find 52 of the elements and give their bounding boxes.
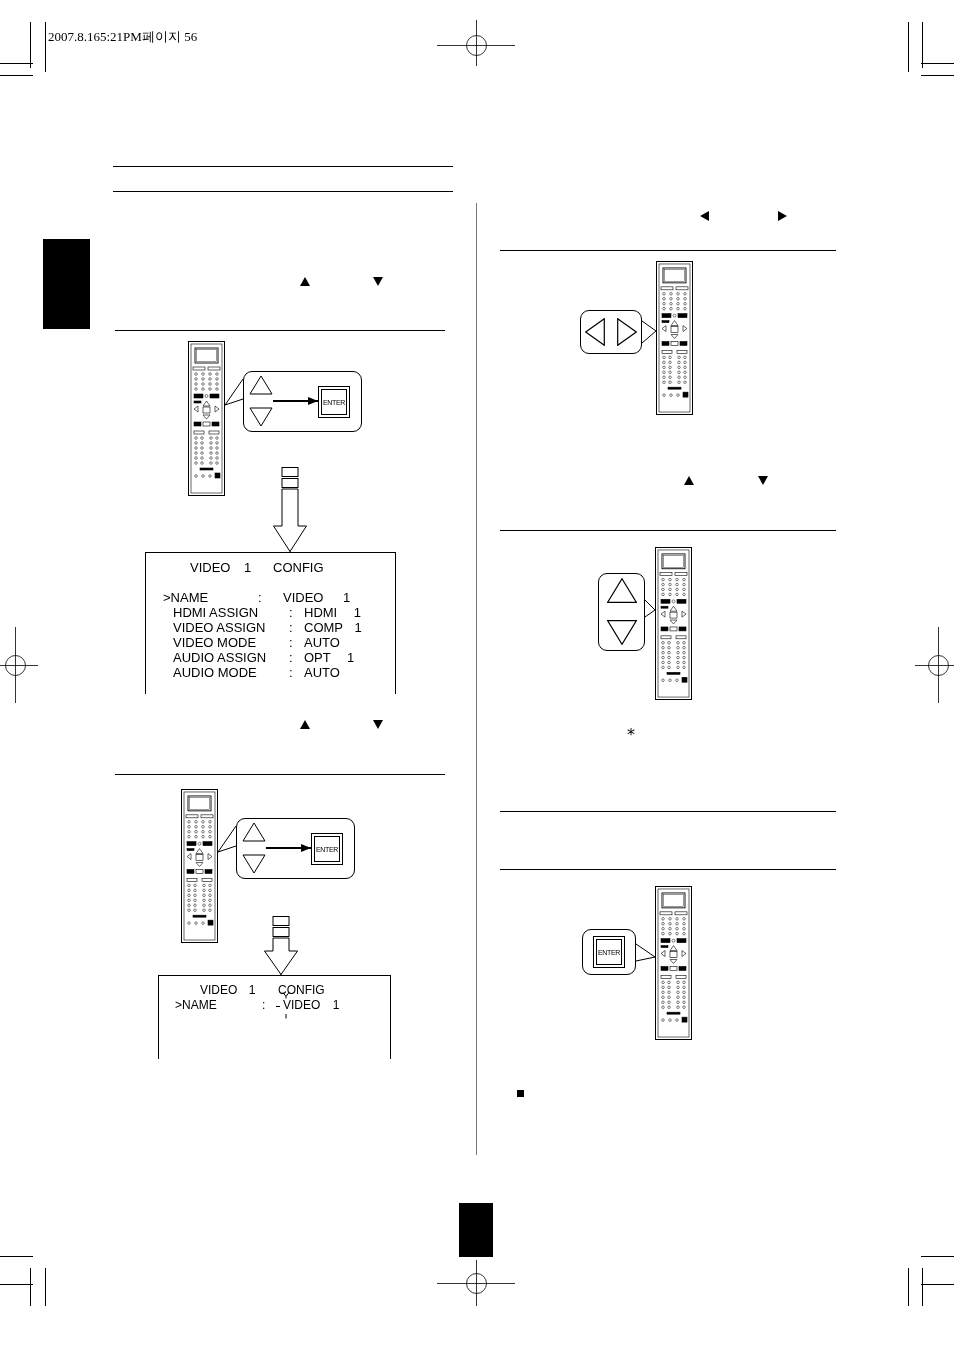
asterisk-mark: * xyxy=(627,727,635,743)
remote-control-drawing xyxy=(188,341,225,496)
side-tab xyxy=(43,239,90,329)
page-number-block xyxy=(459,1203,493,1257)
menu-item-label: >NAME xyxy=(163,591,209,604)
menu-item-label: AUDIO MODE xyxy=(173,666,257,679)
separator-colon: : xyxy=(289,621,293,634)
leader-line xyxy=(644,599,656,618)
separator-colon: : xyxy=(258,591,262,604)
leader-line xyxy=(217,825,237,853)
separator-colon: : xyxy=(289,651,293,664)
callout-panel xyxy=(598,573,645,651)
menu-item-value: AUTO xyxy=(304,636,340,649)
separator-colon: : xyxy=(289,606,293,619)
print-slug: 2007.8.165:21PM페이지 56 xyxy=(48,30,198,43)
callout-panel xyxy=(582,929,636,975)
block-arrow xyxy=(264,937,298,976)
remote-control-drawing xyxy=(656,261,693,415)
menu-title: CONFIG xyxy=(278,984,325,996)
menu-item-value: VIDEO 1 xyxy=(283,591,351,604)
callout-panel xyxy=(236,818,355,879)
menu-item-label: VIDEO MODE xyxy=(173,636,257,649)
block-arrow xyxy=(273,488,307,553)
menu-item-label: VIDEO ASSIGN xyxy=(173,621,266,634)
screen-display xyxy=(145,552,396,694)
triangle-keys-drawing xyxy=(242,822,266,874)
triangle-keys-drawing xyxy=(249,375,273,427)
screen-display xyxy=(158,975,391,1059)
callout-panel xyxy=(243,371,362,432)
arrow xyxy=(272,397,319,405)
separator-colon: : xyxy=(262,999,266,1011)
separator-colon: : xyxy=(289,666,293,679)
remote-control-drawing xyxy=(655,886,692,1040)
menu-item-value: VIDEO 1 xyxy=(283,999,340,1011)
arrow xyxy=(265,844,312,852)
menu-item-value: OPT 1 xyxy=(304,651,355,664)
remote-control-drawing xyxy=(181,789,218,943)
leader-line xyxy=(641,320,657,344)
menu-item-value: HDMI 1 xyxy=(304,606,362,619)
menu-title: VIDEO 1 xyxy=(190,561,252,574)
remote-control-drawing xyxy=(655,547,692,700)
menu-item-value: COMP 1 xyxy=(304,621,362,634)
separator-colon: : xyxy=(289,636,293,649)
callout-panel xyxy=(580,310,642,354)
menu-item-value: AUTO xyxy=(304,666,340,679)
menu-item-label: HDMI ASSIGN xyxy=(173,606,259,619)
leader-line xyxy=(635,943,656,962)
leader-line xyxy=(224,378,244,406)
menu-title: VIDEO 1 xyxy=(200,984,256,996)
menu-item-label: >NAME xyxy=(175,999,217,1011)
menu-title: CONFIG xyxy=(273,561,324,574)
menu-item-label: AUDIO ASSIGN xyxy=(173,651,267,664)
